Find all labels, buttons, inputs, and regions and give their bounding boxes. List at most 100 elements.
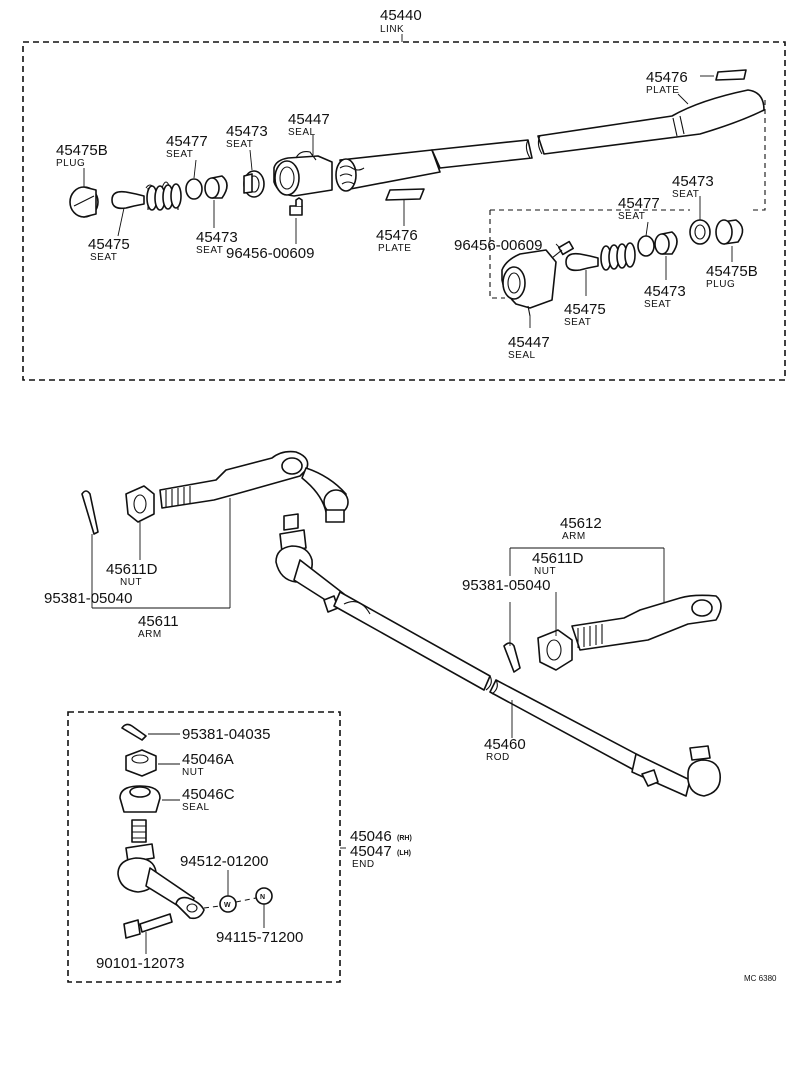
end-leaders bbox=[145, 733, 265, 954]
right-end-dashed-outline bbox=[489, 100, 766, 299]
tie-rod-end-right[interactable] bbox=[631, 745, 721, 797]
label-45612: 45612 bbox=[560, 515, 602, 532]
tie-rod-end-left[interactable] bbox=[275, 513, 345, 613]
label-45046C-desc: SEAL bbox=[182, 802, 210, 813]
cotter-pin-right[interactable] bbox=[503, 642, 521, 673]
label-45046A: 45046A bbox=[182, 751, 234, 768]
label-45476-top-desc: PLATE bbox=[646, 85, 679, 96]
label-95381-left: 95381-05040 bbox=[44, 590, 132, 607]
cotter-pin-left[interactable] bbox=[81, 490, 99, 535]
link-assembly: 45440 LINK bbox=[22, 7, 786, 381]
plug-45475B-left[interactable] bbox=[69, 186, 99, 218]
label-45477-right-desc: SEAT bbox=[618, 211, 645, 222]
arm-45612-right[interactable] bbox=[571, 594, 722, 651]
seat-45473-left-cup[interactable] bbox=[204, 175, 228, 199]
tie-rod-end-45046[interactable] bbox=[117, 819, 205, 920]
label-45460: 45460 bbox=[484, 736, 526, 753]
label-45460-desc: ROD bbox=[486, 752, 510, 763]
label-45047-lh-suffix: (LH) bbox=[397, 850, 411, 857]
label-95381-right: 95381-05040 bbox=[462, 577, 550, 594]
seat-45477-left[interactable] bbox=[185, 178, 203, 200]
label-96456-right: 96456-00609 bbox=[454, 237, 542, 254]
plate-45476-mid[interactable] bbox=[385, 188, 425, 201]
label-45611D-left-desc: NUT bbox=[120, 577, 142, 588]
label-45612-desc: ARM bbox=[562, 531, 586, 542]
seat-45473-left-ring[interactable] bbox=[243, 170, 265, 198]
label-45476-top: 45476 bbox=[646, 69, 688, 86]
label-45475B-right: 45475B bbox=[706, 263, 758, 280]
label-45476-mid: 45476 bbox=[376, 227, 418, 244]
nut-N[interactable]: N bbox=[255, 887, 273, 905]
label-45477-right: 45477 bbox=[618, 195, 660, 212]
end-dashed-border bbox=[67, 711, 341, 983]
seal-45046C[interactable] bbox=[119, 785, 161, 813]
label-45447-right: 45447 bbox=[508, 334, 550, 351]
grease-fitting-right[interactable] bbox=[551, 240, 574, 259]
label-94115-71200: 94115-71200 bbox=[216, 929, 303, 946]
link-tube[interactable] bbox=[335, 89, 765, 192]
bolt-90101-12073[interactable] bbox=[123, 913, 173, 939]
label-45473-left-bottom-desc: SEAT bbox=[196, 245, 223, 256]
plate-45476-top[interactable] bbox=[715, 69, 747, 81]
label-95381-04035: 95381-04035 bbox=[182, 726, 270, 743]
link-desc: LINK bbox=[380, 24, 404, 35]
grease-fitting-left[interactable] bbox=[289, 197, 303, 216]
label-45046A-desc: NUT bbox=[182, 767, 204, 778]
seal-45447-right[interactable] bbox=[501, 249, 557, 317]
diagram-code: MC 6380 bbox=[744, 974, 777, 983]
label-45475-left-desc: SEAT bbox=[90, 252, 117, 263]
link-number[interactable]: 45440 bbox=[380, 7, 422, 24]
washer-W[interactable]: W bbox=[219, 895, 237, 913]
nut-n-symbol: N bbox=[260, 894, 265, 901]
seal-45447-left[interactable] bbox=[273, 151, 333, 197]
spring-right[interactable] bbox=[600, 242, 636, 271]
label-45611D-left: 45611D bbox=[106, 561, 158, 578]
seat-45473-right-cup[interactable] bbox=[654, 231, 678, 255]
rod-45460[interactable] bbox=[333, 591, 641, 771]
label-45473-right-bottom: 45473 bbox=[644, 283, 686, 300]
label-45611-desc: ARM bbox=[138, 629, 162, 640]
label-45447-left-desc: SEAL bbox=[288, 127, 316, 138]
nut-45046A[interactable] bbox=[125, 749, 157, 777]
end-detail-assembly: W N 95381-04035 45046A NUT 45046C SEAL 9… bbox=[67, 711, 412, 983]
label-45475B-left-desc: PLUG bbox=[56, 158, 85, 169]
seat-45477-right[interactable] bbox=[637, 235, 655, 257]
label-90101-12073: 90101-12073 bbox=[96, 955, 184, 972]
seat-45475-right[interactable] bbox=[565, 252, 599, 272]
nut-45611D-right[interactable] bbox=[537, 629, 573, 671]
label-94512-01200: 94512-01200 bbox=[180, 853, 268, 870]
label-45473-right-bottom-desc: SEAT bbox=[644, 299, 671, 310]
label-45473-left-top: 45473 bbox=[226, 123, 268, 140]
label-45473-right-top: 45473 bbox=[672, 173, 714, 190]
spring-left[interactable] bbox=[145, 181, 182, 211]
steering-leaders bbox=[91, 498, 665, 738]
label-45046-rh-suffix: (RH) bbox=[397, 835, 412, 842]
label-45447-right-desc: SEAL bbox=[508, 350, 536, 361]
label-45047-lh: 45047 bbox=[350, 843, 392, 860]
nut-45611D-left[interactable] bbox=[125, 485, 155, 523]
label-45477-left-desc: SEAT bbox=[166, 149, 193, 160]
link-dashed-border bbox=[22, 41, 786, 381]
label-end-desc: END bbox=[352, 859, 375, 870]
label-45611: 45611 bbox=[138, 613, 179, 630]
label-45046C: 45046C bbox=[182, 786, 235, 803]
label-45475-left: 45475 bbox=[88, 236, 130, 253]
label-45473-left-top-desc: SEAT bbox=[226, 139, 253, 150]
washer-symbol: W bbox=[224, 902, 231, 909]
label-45473-left-bottom: 45473 bbox=[196, 229, 238, 246]
label-45476-mid-desc: PLATE bbox=[378, 243, 411, 254]
label-45611D-right: 45611D bbox=[532, 550, 584, 567]
cotter-pin-95381-04035[interactable] bbox=[121, 723, 147, 741]
steering-assembly: 45611D NUT 95381-05040 45611 ARM 45612 A… bbox=[44, 450, 722, 797]
label-45475-right: 45475 bbox=[564, 301, 606, 318]
arm-45611-left[interactable] bbox=[159, 450, 349, 523]
label-45475-right-desc: SEAT bbox=[564, 317, 591, 328]
label-45611D-right-desc: NUT bbox=[534, 566, 556, 577]
plug-45475B-right[interactable] bbox=[715, 219, 744, 245]
label-45046-rh: 45046 bbox=[350, 828, 392, 845]
link-leaders bbox=[83, 75, 733, 328]
label-45475B-left: 45475B bbox=[56, 142, 108, 159]
seat-45473-right-ring[interactable] bbox=[689, 219, 711, 245]
seat-45475-left[interactable] bbox=[111, 190, 145, 210]
label-45473-right-top-desc: SEAT bbox=[672, 189, 699, 200]
